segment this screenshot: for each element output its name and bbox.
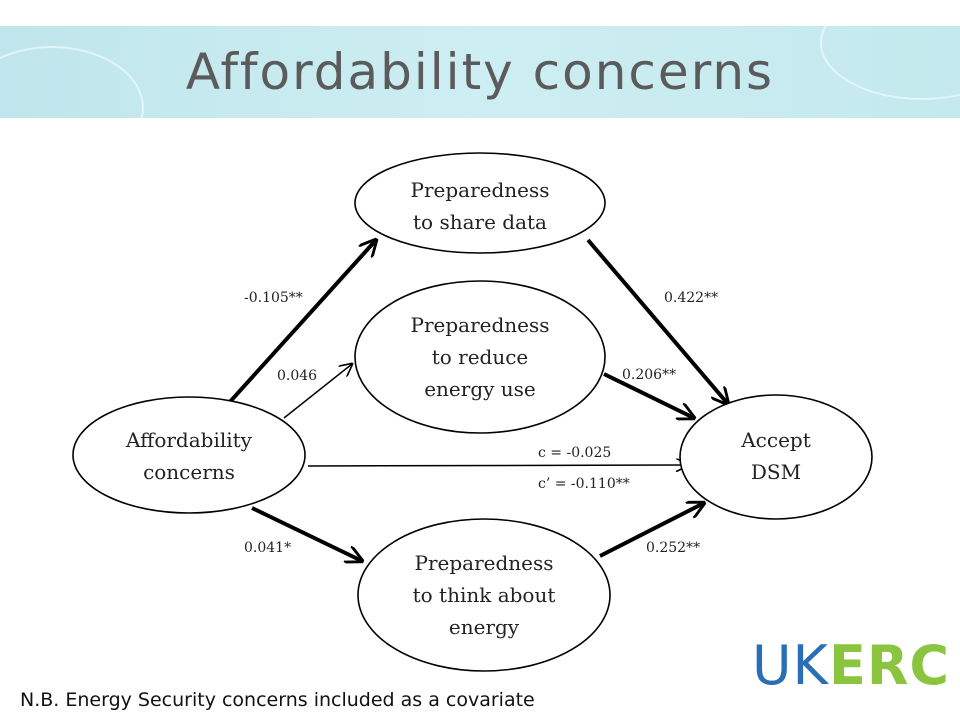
label-reduce-accept: 0.206** — [622, 367, 676, 383]
node-accept-line2: DSM — [751, 460, 801, 484]
node-think-energy: Preparedness to think about energy — [357, 518, 611, 672]
edge-reduce-accept — [603, 372, 694, 418]
label-total-effect: c = -0.025 — [538, 445, 611, 461]
ukerc-logo: UKERC — [752, 636, 950, 696]
node-share-line2: to share data — [413, 210, 547, 234]
logo-uk: UK — [752, 634, 829, 697]
label-direct-effect: c’ = -0.110** — [538, 476, 630, 492]
node-afford-line1: Affordability — [125, 428, 253, 452]
node-reduce-energy: Preparedness to reduce energy use — [354, 280, 606, 434]
node-reduce-line1: Preparedness — [410, 313, 549, 337]
edge-afford-accept — [307, 465, 688, 466]
title-band — [0, 0, 960, 170]
node-share-data: Preparedness to share data — [354, 152, 606, 254]
page-title: Affordability concerns — [185, 43, 775, 101]
footnote: N.B. Energy Security concerns included a… — [20, 689, 535, 711]
edge-think-accept — [599, 503, 704, 558]
edge-afford-reduce — [283, 364, 352, 419]
logo-erc: ERC — [828, 634, 951, 697]
label-think-accept: 0.252** — [646, 540, 700, 556]
node-think-line2: to think about — [413, 583, 556, 607]
label-afford-reduce: 0.046 — [277, 368, 317, 384]
edge-share-accept — [586, 238, 728, 404]
node-affordability: Affordability concerns — [72, 396, 306, 514]
label-afford-think: 0.041* — [244, 540, 291, 556]
node-afford-line2: concerns — [143, 460, 235, 484]
node-reduce-line2: to reduce — [432, 345, 529, 369]
node-accept-dsm: Accept DSM — [679, 394, 873, 520]
node-accept-line1: Accept — [740, 428, 811, 452]
node-reduce-line3: energy use — [424, 377, 536, 401]
label-share-accept: 0.422** — [664, 290, 718, 306]
node-think-line3: energy — [449, 615, 520, 639]
node-share-line1: Preparedness — [410, 178, 549, 202]
label-afford-share: -0.105** — [244, 290, 303, 306]
edge-afford-share — [226, 240, 376, 406]
edge-afford-think — [251, 506, 362, 561]
node-think-line1: Preparedness — [414, 551, 553, 575]
